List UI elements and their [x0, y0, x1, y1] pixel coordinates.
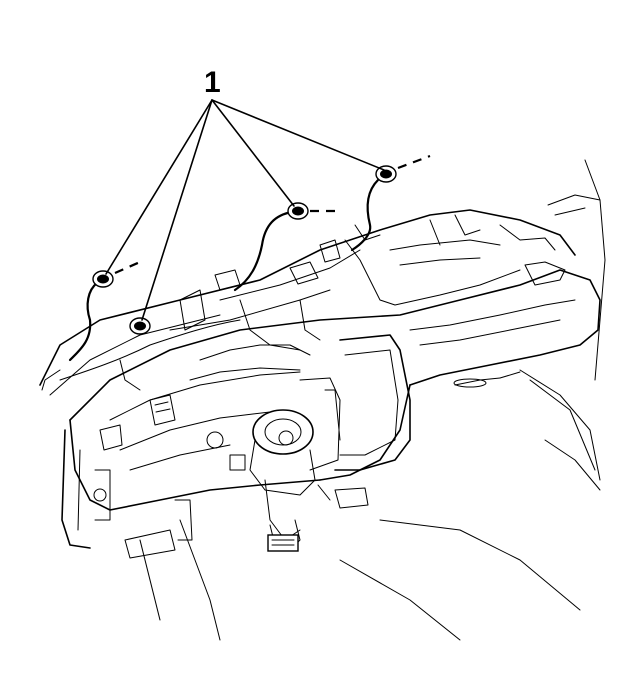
body-outline [139, 159, 606, 641]
wiring-harness [41, 178, 380, 391]
dash-frame [39, 209, 576, 396]
grommet-1a [375, 154, 431, 183]
callout-label: 1 [204, 66, 221, 99]
lower-trim [61, 429, 369, 559]
callout-leaders [105, 99, 385, 321]
grommet-1c [92, 260, 141, 288]
steering-column [206, 409, 316, 552]
grommet-1b [287, 202, 340, 220]
grommet-1d [129, 317, 151, 335]
instrument-panel [69, 261, 601, 511]
